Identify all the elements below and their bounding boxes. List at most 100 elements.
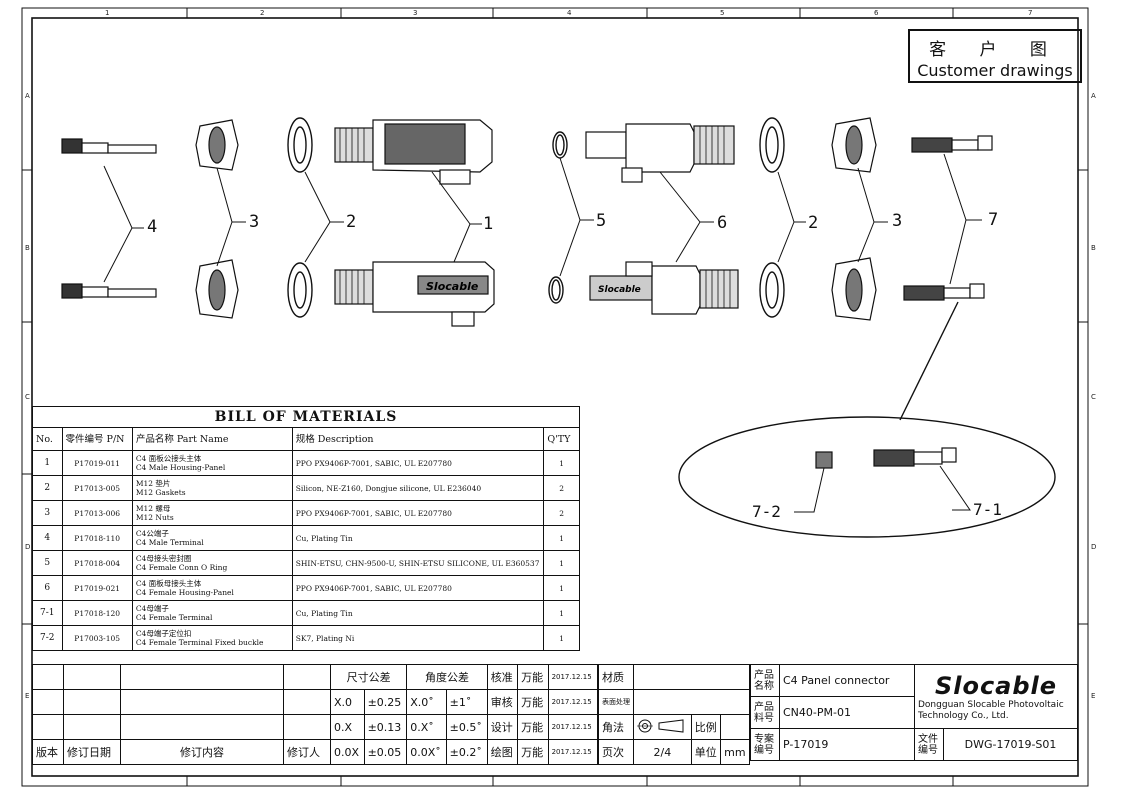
- zone-col-5: 5: [720, 9, 725, 17]
- o-ring-bottom: [548, 276, 564, 304]
- zone-row-a: A: [25, 92, 30, 100]
- draw-date: 2017.12.15: [547, 739, 599, 765]
- bom-name-en: C4 Female Conn O Ring: [135, 563, 228, 572]
- bom-name-cn: C4 面板母接头主体: [135, 579, 202, 588]
- female-terminal-bottom: [903, 283, 985, 301]
- bom-name-cn: M12 螺母: [135, 504, 171, 513]
- design-date: 2017.12.15: [547, 714, 599, 740]
- projection-symbol-icon: [633, 714, 692, 740]
- bom-pn: P17019-011: [61, 450, 133, 476]
- bom-qty: 1: [543, 525, 580, 551]
- unit-value: mm: [720, 739, 750, 765]
- approve-name: 万能: [517, 664, 549, 690]
- male-housing-top: [334, 119, 493, 185]
- callout-2: 2: [346, 212, 357, 232]
- zone-row-e: E: [25, 692, 30, 700]
- page-value: 2/4: [633, 739, 692, 765]
- bom-qty: 1: [543, 625, 580, 651]
- zone-row-c: C: [25, 393, 30, 401]
- tol-angle-2b: ±0.5˚: [445, 714, 488, 740]
- tol-size-2a: 0.X: [330, 714, 365, 740]
- gasket-right-top: [759, 117, 785, 173]
- file-no-label: 文件编号: [914, 728, 944, 761]
- callout-3: 3: [249, 212, 260, 232]
- tol-size-label: 尺寸公差: [329, 664, 408, 690]
- rev-date-label: 修订日期: [63, 739, 121, 765]
- rev-label: 版本: [32, 739, 64, 765]
- zone-row-e-right: E: [1091, 692, 1096, 700]
- bom-pn: P17019-021: [61, 575, 133, 601]
- rev-content-label: 修订内容: [120, 739, 284, 765]
- callout-1: 1: [483, 214, 494, 234]
- bom-name-cn: M12 垫片: [135, 479, 171, 488]
- tol-angle-3b: ±0.2˚: [445, 739, 488, 765]
- detail-view: [678, 301, 1056, 538]
- design-label: 设计: [486, 714, 519, 740]
- bom-desc: Cu, Plating Tin: [291, 600, 545, 626]
- bom-qty: 2: [543, 475, 580, 501]
- bom-desc: PPO PX9406P-7001, SABIC, UL E207780: [291, 575, 545, 601]
- bom-header-no: No.: [32, 427, 63, 451]
- tol-angle-label: 角度公差: [406, 664, 488, 690]
- bom-pn: P17018-120: [61, 600, 133, 626]
- review-date: 2017.12.15: [547, 689, 599, 715]
- gasket-left-top: [287, 117, 313, 173]
- female-terminal-top: [911, 135, 993, 153]
- nut-left-bottom: [195, 259, 239, 319]
- bom-desc: PPO PX9406P-7001, SABIC, UL E207780: [291, 500, 545, 526]
- project-no-label: 专案编号: [750, 728, 780, 761]
- callout-3-right: 3: [892, 211, 903, 231]
- bom-name-en: C4 Male Terminal: [135, 538, 204, 547]
- bom-no: 1: [32, 450, 63, 476]
- bom-name-en: C4 Female Terminal Fixed buckle: [135, 638, 264, 647]
- product-no: CN40-PM-01: [779, 696, 915, 729]
- zone-col-3: 3: [413, 9, 418, 17]
- customer-box-en: Customer drawings: [917, 61, 1073, 80]
- bom-qty: 2: [543, 500, 580, 526]
- bom-desc: PPO PX9406P-7001, SABIC, UL E207780: [291, 450, 545, 476]
- female-brand-text: Slocable: [598, 285, 641, 295]
- tol-size-3b: ±0.05: [363, 739, 408, 765]
- tol-angle-1a: X.0˚: [406, 689, 447, 715]
- bom-no: 6: [32, 575, 63, 601]
- surface-label: 表面处理: [598, 689, 634, 715]
- reviser-label: 修订人: [283, 739, 331, 765]
- male-terminal-bottom: [61, 283, 157, 299]
- customer-drawings-box: 客 户 图 Customer drawings: [908, 29, 1082, 83]
- bom-name-cn: C4 面板公接头主体: [135, 454, 202, 463]
- bom-desc: SHIN-ETSU, CHN-9500-U, SHIN-ETSU SILICON…: [291, 550, 545, 576]
- product-name-label: 产品名称: [750, 664, 780, 697]
- zone-row-d: D: [25, 543, 31, 551]
- tol-size-3a: 0.0X: [330, 739, 365, 765]
- bom-name-en: C4 Female Housing-Panel: [135, 588, 234, 597]
- zone-row-a-right: A: [1091, 92, 1096, 100]
- bom-name-en: C4 Male Housing-Panel: [135, 463, 226, 472]
- draw-label: 绘图: [486, 739, 519, 765]
- company-cell: Slocable Dongguan Slocable Photovoltaic …: [914, 664, 1078, 729]
- design-name: 万能: [517, 714, 549, 740]
- bom-no: 7-1: [32, 600, 63, 626]
- zone-row-b-right: B: [1091, 244, 1096, 252]
- bom-name-en: M12 Nuts: [135, 513, 174, 522]
- bom-pn: P17013-006: [61, 500, 133, 526]
- material-label: 材质: [598, 664, 634, 690]
- zone-col-2: 2: [260, 9, 265, 17]
- bom-header-pn: 零件编号 P/N: [61, 427, 133, 451]
- tol-angle-3a: 0.0X˚: [406, 739, 447, 765]
- bom-pn: P17003-105: [61, 625, 133, 651]
- zone-col-7: 7: [1028, 9, 1033, 17]
- bom-desc: Silicon, NE-Z160, Dongjue silicone, UL E…: [291, 475, 545, 501]
- bom-pn: P17018-110: [61, 525, 133, 551]
- project-no: P-17019: [779, 728, 915, 761]
- tol-size-2b: ±0.13: [363, 714, 408, 740]
- male-brand-text: Slocable: [426, 280, 479, 293]
- male-housing-bottom: Slocable: [334, 261, 495, 327]
